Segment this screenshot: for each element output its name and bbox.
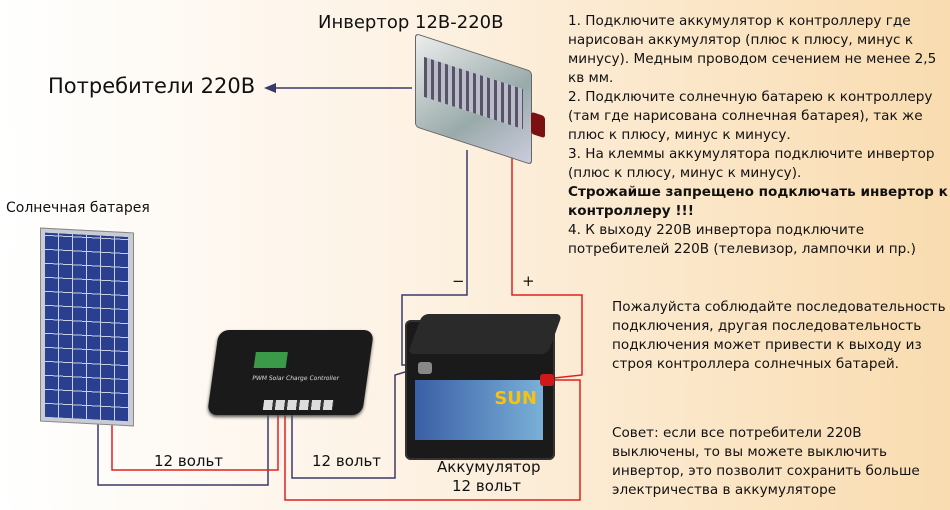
controller-wire-label: 12 вольт — [312, 452, 382, 470]
battery-voltage-label: 12 вольт — [452, 477, 522, 495]
battery-image: SUN — [405, 314, 563, 460]
instruction-1: 1. Подключите аккумулятор к контроллеру … — [568, 13, 937, 86]
inverter-socket — [531, 111, 545, 139]
controller-negative-wire — [291, 367, 419, 479]
battery-label: Аккумулятор — [437, 458, 541, 476]
consumers-label: Потребители 220В — [48, 74, 256, 98]
inverter-label: Инвертор 12В-220В — [318, 12, 504, 33]
sequence-note: Пожалуйста соблюдайте последовательность… — [612, 299, 946, 372]
charge-controller-image: PWM Solar Charge Controller — [207, 330, 374, 415]
panel-wire-label: 12 вольт — [154, 452, 224, 470]
instruction-warning: Строжайше запрещено подключать инвертор … — [568, 184, 948, 219]
instruction-2: 2. Подключите солнечную батарею к контро… — [568, 89, 933, 143]
solar-panel-image — [40, 227, 134, 427]
plus-label: + — [522, 272, 535, 290]
solar-panel-label: Солнечная батарея — [6, 200, 150, 216]
controller-display — [253, 352, 288, 368]
battery-positive-terminal — [540, 374, 554, 386]
inverter-positive-wire — [511, 140, 583, 379]
panel-positive-wire — [111, 415, 279, 471]
battery-brand: SUN — [494, 388, 537, 409]
instruction-3: 3. На клеммы аккумулятора подключите инв… — [568, 146, 935, 181]
panel-negative-wire — [97, 415, 269, 486]
instructions: 1. Подключите аккумулятор к контроллеру … — [568, 12, 948, 259]
controller-positive-wire — [284, 379, 581, 501]
battery-negative-terminal — [418, 362, 432, 374]
controller-caption: PWM Solar Charge Controller — [251, 375, 340, 382]
minus-label: − — [452, 272, 465, 290]
tip-note: Совет: если все потребители 220В выключе… — [612, 425, 920, 498]
instruction-4: 4. К выходу 220В инвертора подключите по… — [568, 222, 916, 257]
output-arrow-head — [264, 83, 276, 93]
controller-terminals — [262, 400, 335, 410]
